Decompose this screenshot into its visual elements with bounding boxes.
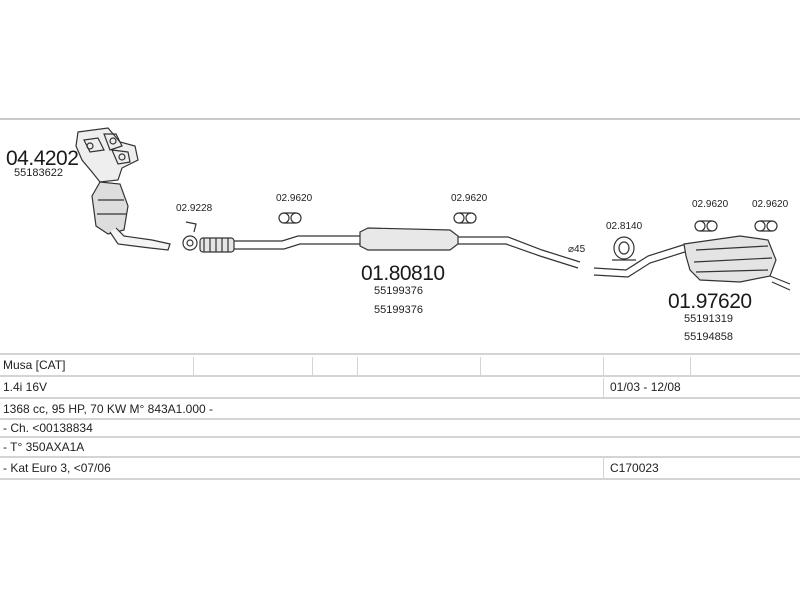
hanger-4-code: 02.9620 xyxy=(752,199,789,210)
column-separator xyxy=(480,357,481,377)
ref-code-cell: C170023 xyxy=(607,457,800,480)
engine-cell: 1.4i 16V xyxy=(0,376,607,399)
manifold-cat-oem: 55183622 xyxy=(14,167,63,179)
spec-table: Musa [CAT] 1.4i 16V 01/03 - 12/08 1368 c… xyxy=(0,355,800,480)
clamp-drawing xyxy=(612,236,636,261)
spec-row-chassis: - Ch. <00138834 xyxy=(0,419,800,438)
spec-row-model: Musa [CAT] xyxy=(0,355,800,377)
rear-pipe-drawing xyxy=(593,235,791,291)
spec-row-engine: 1.4i 16V 01/03 - 12/08 xyxy=(0,376,800,399)
column-separator xyxy=(357,357,358,377)
middle-pipe-drawing xyxy=(199,227,581,269)
hanger-drawings xyxy=(278,212,778,232)
exhaust-manifold-drawing xyxy=(75,127,139,183)
middle-silencer-code: 01.80810 xyxy=(361,262,445,285)
emission-cell: - Kat Euro 3, <07/06 xyxy=(0,457,607,480)
middle-silencer-oem-2: 55199376 xyxy=(374,304,423,316)
spec-row-type: - T° 350AXA1A xyxy=(0,437,800,458)
column-separator xyxy=(603,357,604,377)
middle-silencer-oem-1: 55199376 xyxy=(374,285,423,297)
column-separator xyxy=(603,378,604,398)
bracket-drawing xyxy=(185,221,197,233)
hanger-3-code: 02.9620 xyxy=(692,199,729,210)
model-cell: Musa [CAT] xyxy=(0,355,800,377)
manifold-cat-code: 04.4202 xyxy=(6,147,79,170)
spec-row-engine-detail: 1368 cc, 95 HP, 70 KW M° 843A1.000 - xyxy=(0,398,800,420)
column-separator xyxy=(312,357,313,377)
front-pipe-drawing xyxy=(109,227,171,251)
pipe-diameter-note: ⌀45 xyxy=(568,244,586,255)
column-separator xyxy=(193,357,194,377)
gasket-drawing xyxy=(182,235,198,251)
top-border xyxy=(0,118,800,120)
table-top-border xyxy=(0,353,800,355)
engine-detail-cell: 1368 cc, 95 HP, 70 KW M° 843A1.000 - xyxy=(0,398,800,420)
rear-silencer-oem-1: 55191319 xyxy=(684,313,733,325)
spec-row-emission: - Kat Euro 3, <07/06 C170023 xyxy=(0,457,800,480)
hanger-2-code: 02.9620 xyxy=(451,193,488,204)
clamp-code: 02.8140 xyxy=(606,221,643,232)
date-range-cell: 01/03 - 12/08 xyxy=(607,376,800,399)
chassis-cell: - Ch. <00138834 xyxy=(0,419,800,438)
catalytic-converter-drawing xyxy=(91,181,129,235)
column-separator xyxy=(603,458,604,480)
rear-silencer-oem-2: 55194858 xyxy=(684,331,733,343)
column-separator xyxy=(690,357,691,377)
type-cell: - T° 350AXA1A xyxy=(0,437,800,458)
gasket-code: 02.9228 xyxy=(176,203,213,214)
rear-silencer-code: 01.97620 xyxy=(668,290,752,313)
hanger-1-code: 02.9620 xyxy=(276,193,313,204)
exhaust-system-diagram xyxy=(75,127,791,291)
